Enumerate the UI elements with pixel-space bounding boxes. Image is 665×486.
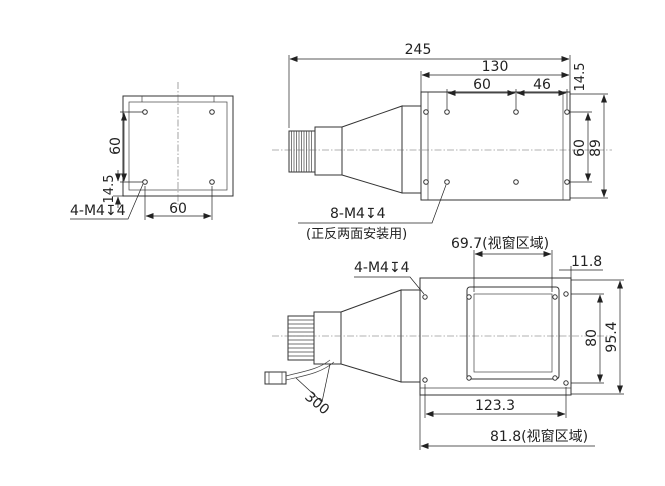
dim-14-5-top: 14.5: [573, 63, 588, 92]
main-body: [420, 91, 571, 201]
dim-11-8: 11.8: [571, 254, 602, 270]
mount-hole: [209, 109, 215, 115]
cone: [341, 105, 403, 194]
connector: [264, 371, 287, 385]
callout-8m4-note: (正反两面安装用): [306, 227, 407, 242]
mount-hole: [142, 179, 148, 185]
dim-123-3: 123.3: [475, 398, 515, 414]
cable: [285, 359, 331, 377]
dim-95-4: 95.4: [604, 321, 620, 352]
side-view-top: 245 130 60 46 14.5 60 89 8-M4↧4 (正反两面安装用…: [272, 42, 612, 242]
dim-130: 130: [482, 59, 509, 75]
main-body: [419, 277, 572, 396]
mount-hole: [142, 109, 148, 115]
dim-80: 80: [584, 329, 600, 347]
lens-thread: [287, 311, 342, 365]
left-dim-14-5: 14.5: [102, 175, 117, 204]
mount-hole: [209, 179, 215, 185]
left-callout: 4-M4↧4: [70, 203, 126, 219]
cable-300: 300: [301, 389, 332, 418]
dim-81-8: 81.8(视窗区域): [490, 428, 588, 445]
collar: [401, 105, 422, 194]
viewing-window: [466, 286, 560, 380]
dim-60-top: 60: [473, 77, 491, 93]
leader-line: [354, 276, 425, 295]
leader-line: [70, 183, 144, 220]
end-view-inner: [128, 101, 228, 191]
leader-line: [298, 184, 447, 224]
dim-46: 46: [533, 77, 551, 93]
end-view: 60 14.5 60 4-M4↧4: [70, 82, 234, 220]
left-dim-60-vert: 60: [108, 137, 124, 155]
dim-89: 89: [588, 139, 604, 157]
callout-4m4-bottom: 4-M4↧4: [354, 260, 410, 276]
dim-60-right: 60: [572, 139, 588, 157]
callout-8m4: 8-M4↧4: [330, 206, 386, 222]
side-view-bottom: 300 69.7(视窗区域) 11.8 4-M4↧4 80 95.4 123.3…: [264, 235, 624, 450]
dim-245: 245: [405, 42, 432, 58]
viewing-window-inner: [473, 293, 553, 373]
left-dim-60-horiz: 60: [169, 201, 187, 217]
dim-69-7: 69.7(视窗区域): [451, 235, 549, 252]
lens-thread: [288, 126, 343, 176]
